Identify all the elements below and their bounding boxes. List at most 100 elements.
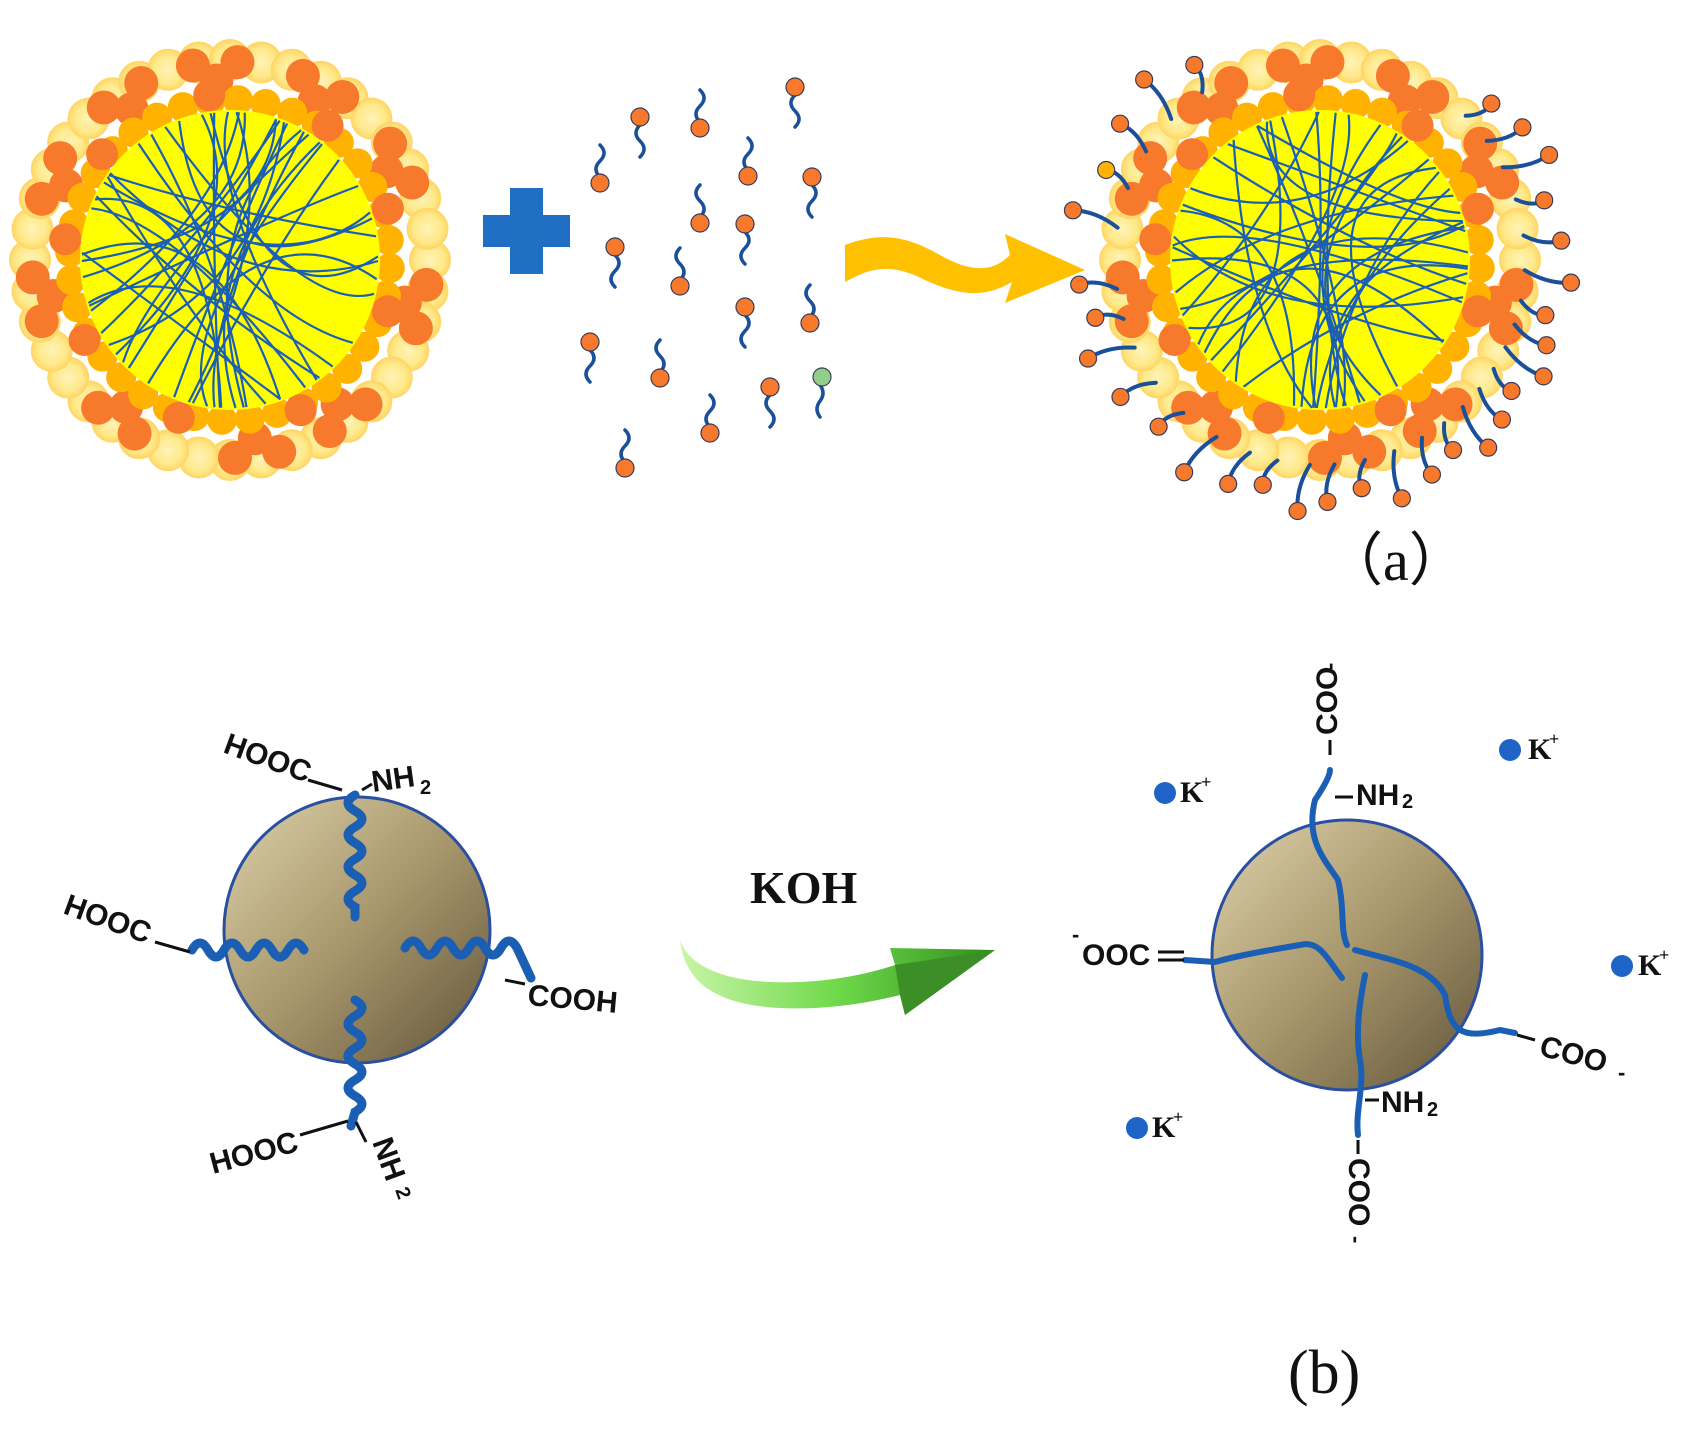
free-lipid <box>785 77 805 129</box>
orange-lipid-head <box>311 109 344 142</box>
particle-before: HOOC NH 2 HOOC COOH HOOC NH 2 <box>60 728 619 1203</box>
bond-left-hooc <box>154 940 191 954</box>
label-left-hooc: HOOC <box>60 889 156 951</box>
polymer-strand <box>164 126 375 298</box>
polymer-strand <box>1172 246 1445 342</box>
chain-top <box>343 790 367 922</box>
polymer-network <box>1171 111 1469 409</box>
orange-lipid-head <box>86 90 121 125</box>
bond-left-coo <box>1158 950 1184 962</box>
tail-head <box>1502 381 1521 401</box>
polymer-strand <box>1197 258 1469 345</box>
orange-lipid-head <box>1139 223 1172 256</box>
inner-lipid-head <box>222 85 253 116</box>
inner-lipid-head <box>1352 397 1383 428</box>
label-top-nh-sub: 2 <box>1402 791 1413 813</box>
polymer-strand <box>90 112 241 312</box>
inner-lipid-head <box>1146 264 1177 295</box>
inner-lipid-head <box>167 92 198 123</box>
polymer-strand <box>106 176 267 405</box>
potassium-ions: K + K + K + K + <box>1126 729 1669 1144</box>
wave-arrow <box>845 234 1085 303</box>
orange-lipid-head <box>348 387 383 422</box>
chain-bottom <box>343 995 367 1131</box>
chain-right <box>400 936 536 983</box>
inner-lipid-head <box>1297 404 1328 435</box>
orange-lipid-head <box>1461 295 1494 328</box>
orange-lipid-head <box>284 394 317 427</box>
orange-lipid-head <box>220 45 255 80</box>
k-ion-3-symbol: K <box>1638 949 1662 982</box>
tail-head <box>1097 160 1116 180</box>
label-top-coo: COO <box>1311 667 1344 735</box>
liposome-right <box>1063 39 1581 521</box>
inner-lipid-head <box>373 225 404 256</box>
free-lipid <box>690 88 710 138</box>
polymer-strand <box>191 159 340 404</box>
free-lipid <box>738 136 758 186</box>
green-arrow <box>680 940 995 1015</box>
free-lipid-tail <box>806 183 818 219</box>
orange-lipid-head <box>1374 394 1407 427</box>
k-ion-2: K + <box>1499 729 1559 766</box>
orange-lipid-head <box>1283 79 1316 112</box>
orange-lipid-head <box>1204 92 1239 127</box>
inner-lipid-head <box>62 292 93 323</box>
orange-lipid-head <box>325 79 360 114</box>
orange-lipid-head <box>1133 141 1168 176</box>
free-lipid <box>802 167 822 219</box>
free-lipid-head <box>738 166 758 186</box>
orange-lipid-head <box>371 295 404 328</box>
free-lipid-head <box>650 368 670 388</box>
plus-sign <box>483 188 570 274</box>
orange-lipid-head <box>24 304 59 339</box>
inner-lipid-head <box>1157 182 1188 213</box>
free-lipid-head <box>760 377 780 397</box>
inner-lipid-head <box>374 252 405 283</box>
k-ion-1: K + <box>1154 772 1211 809</box>
orange-lipid-head <box>1105 260 1140 295</box>
orange-lipid-head <box>1307 440 1342 475</box>
orange-lipid-head <box>1158 323 1191 356</box>
free-lipid-tail <box>764 393 776 429</box>
k-ion-3: K + <box>1611 945 1669 982</box>
polymer-strand <box>1315 187 1451 409</box>
polymer-strand <box>103 181 371 246</box>
chain-down <box>1354 972 1368 1138</box>
polymer-strand <box>1172 235 1463 304</box>
orange-lipid-head <box>49 223 82 256</box>
free-lipid <box>590 143 610 193</box>
inner-lipid-head <box>207 404 238 435</box>
polymer-strand <box>1256 124 1461 215</box>
orange-lipid-head <box>1214 66 1249 101</box>
orange-lipid-head <box>1310 45 1345 80</box>
inner-lipid-head <box>250 89 281 120</box>
free-lipid <box>670 246 690 296</box>
free-lipid <box>760 377 780 429</box>
polymer-strand <box>199 143 323 407</box>
label-bottom-coo-charge: - <box>1344 1236 1369 1243</box>
tail-head <box>1253 475 1272 494</box>
tail-head <box>1443 440 1463 460</box>
panel-a-label: （a） <box>1325 528 1467 593</box>
particle-after: COO - NH 2 - OOC COO - NH 2 COO - <box>1072 663 1625 1244</box>
polymer-strand <box>225 129 302 408</box>
label-left-coo: OOC <box>1082 939 1150 972</box>
tail-head <box>1492 410 1512 429</box>
polymer-strand <box>212 112 222 408</box>
orange-lipid-head <box>124 66 159 101</box>
orange-lipid-head <box>15 260 50 295</box>
k-ion-4: K + <box>1126 1107 1183 1144</box>
polymer-strand <box>150 134 248 408</box>
tail-head <box>1422 465 1442 484</box>
sphere-before <box>222 795 492 1065</box>
tail-head <box>1149 417 1168 436</box>
free-lipid-head <box>800 313 820 333</box>
polymer-strand <box>1300 264 1468 407</box>
free-lipid-head <box>785 77 805 97</box>
polymer-strand <box>1203 267 1444 354</box>
k-ion-4-charge: + <box>1173 1107 1183 1127</box>
polymer-strand <box>82 112 246 279</box>
free-lipid-head <box>615 458 635 478</box>
